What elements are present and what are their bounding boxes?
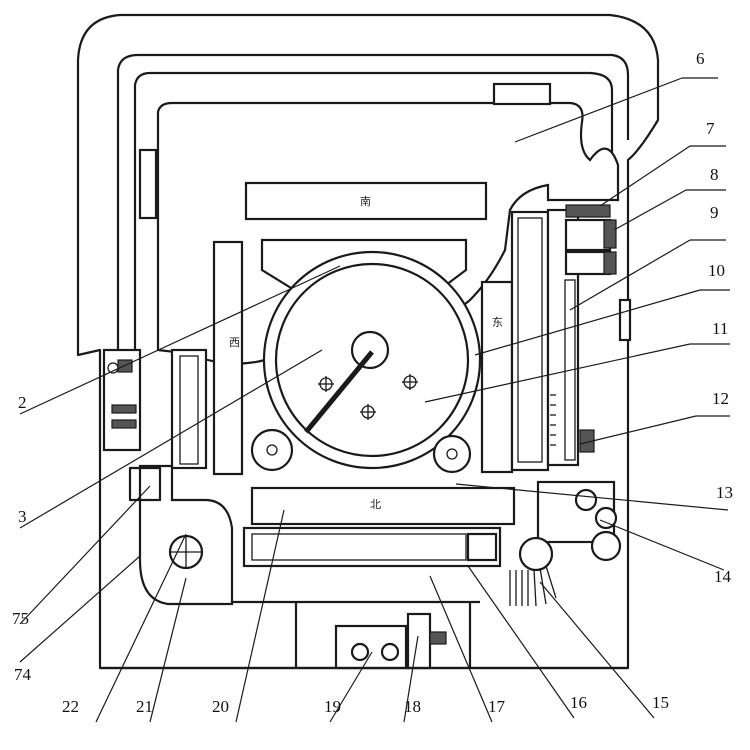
left-panel — [170, 348, 208, 470]
outer-housing — [76, 13, 660, 670]
left-slot — [138, 148, 158, 220]
coupling-18 — [406, 612, 432, 670]
top-slot — [492, 82, 552, 106]
west-label: 西 — [229, 336, 240, 349]
callout-12: 12 — [712, 389, 729, 408]
callout-19: 19 — [324, 697, 341, 716]
callout-labels: 6 7 8 9 10 11 12 13 14 15 16 17 18 19 20… — [12, 49, 733, 716]
drum-blade — [304, 350, 374, 434]
callout-16: 16 — [570, 693, 587, 712]
callout-8: 8 — [710, 165, 719, 184]
gear-3 — [590, 530, 622, 562]
callout-74: 74 — [14, 665, 32, 684]
drum-hub — [350, 330, 390, 370]
callout-15: 15 — [652, 693, 669, 712]
clamp-8-cap — [603, 219, 617, 249]
callout-18: 18 — [404, 697, 421, 716]
leader-lines — [19, 77, 730, 723]
callout-3: 3 — [18, 507, 27, 526]
callout-13: 13 — [716, 483, 733, 502]
callout-11: 11 — [712, 319, 728, 338]
callout-21: 21 — [136, 697, 153, 716]
east-column — [480, 280, 514, 474]
south-bar — [244, 181, 488, 221]
rotary-drum-inner — [274, 262, 470, 458]
north-label: 北 — [370, 498, 381, 511]
rail-ticks — [550, 394, 556, 446]
brush — [509, 565, 557, 607]
roller-right — [432, 434, 472, 474]
hood-inner-2 — [133, 71, 614, 350]
gear-1 — [574, 488, 598, 512]
gear-2 — [594, 506, 618, 530]
side-tab — [618, 298, 632, 342]
callout-10: 10 — [708, 261, 725, 280]
south-label: 南 — [360, 195, 371, 208]
east-label: 东 — [492, 316, 503, 329]
hood-inner — [116, 53, 630, 350]
callout-7: 7 — [706, 119, 715, 138]
callout-6: 6 — [696, 49, 705, 68]
roller-left — [250, 428, 294, 472]
clamp-8 — [564, 218, 612, 252]
west-column — [212, 240, 244, 476]
callout-2: 2 — [18, 393, 27, 412]
callout-20: 20 — [212, 697, 229, 716]
callout-22: 22 — [62, 697, 79, 716]
callout-14: 14 — [714, 567, 732, 586]
callout-9: 9 — [710, 203, 719, 222]
clamp-9-cap — [603, 251, 617, 275]
north-belt — [250, 486, 516, 526]
pulley-15 — [518, 536, 554, 572]
callout-75: 75 — [12, 609, 29, 628]
callout-17: 17 — [488, 697, 506, 716]
clamp-7 — [565, 204, 611, 218]
